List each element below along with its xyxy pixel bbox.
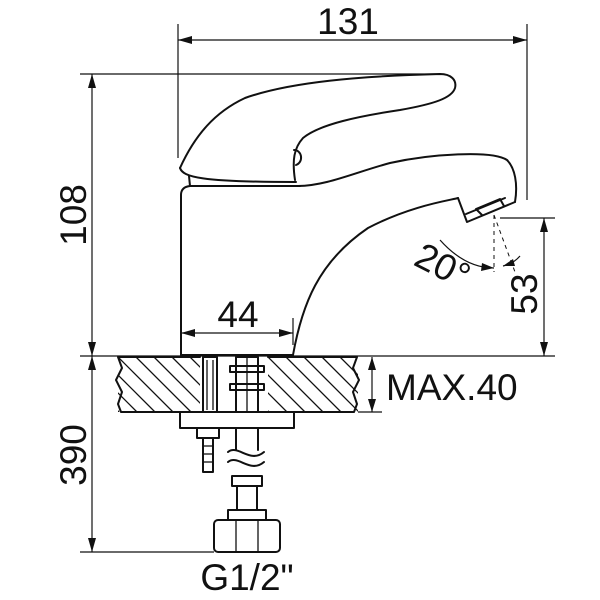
extension-lines	[80, 24, 555, 553]
spout-height-label: 53	[504, 273, 545, 314]
mounting-hardware	[179, 356, 295, 553]
thread-size-label: G1/2"	[200, 557, 293, 598]
spout-angle-construction	[439, 214, 521, 273]
body-height-label: 108	[53, 184, 94, 246]
spout-angle-label: 20°	[408, 235, 476, 297]
countertop-section	[115, 356, 360, 413]
dimension-labels: 131 108 44 20° 53 MAX.40 390 G1/2"	[53, 1, 545, 598]
overall-length-label: 131	[317, 1, 379, 42]
hose-length-label: 390	[53, 424, 94, 486]
lever-handle	[179, 73, 457, 187]
base-width-label: 44	[217, 294, 258, 335]
dimension-lines	[88, 36, 548, 552]
max-thickness-label: MAX.40	[386, 367, 518, 408]
